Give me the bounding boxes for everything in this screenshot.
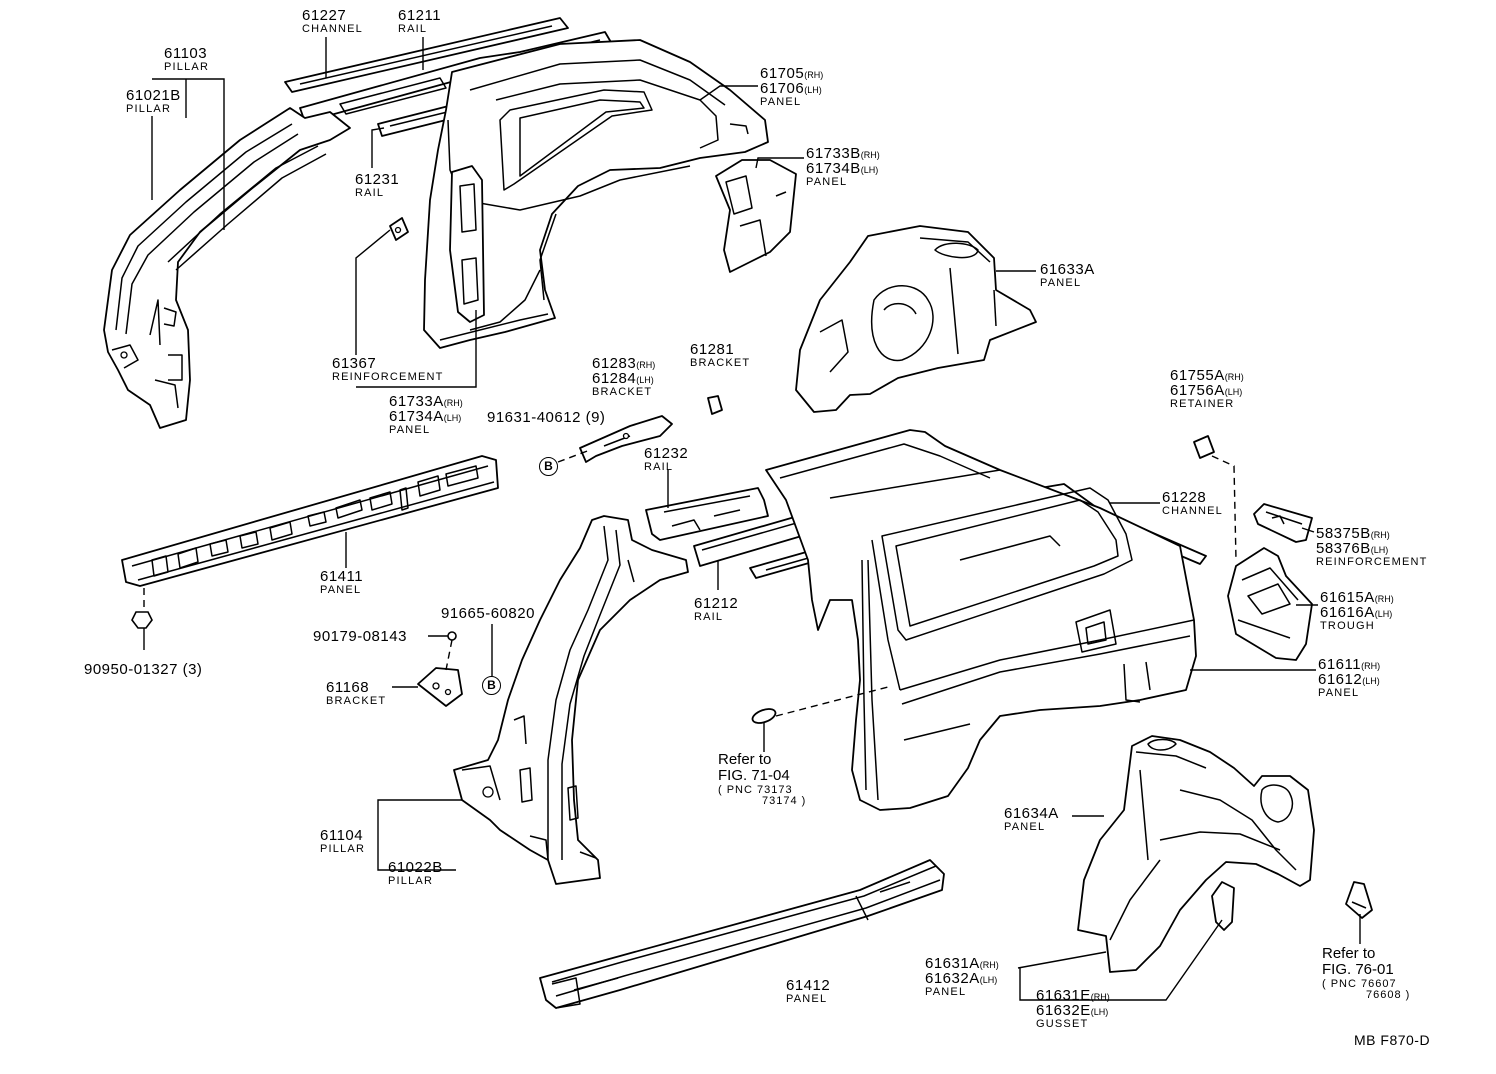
ref-pnc: ( PNC 76607 (1322, 977, 1397, 990)
part-61733a-panel (449, 165, 485, 323)
label-61615a: 61615A(RH) 61616A(LH) TROUGH (1320, 589, 1394, 632)
part-61283-bracket (579, 415, 673, 463)
ref-line2: FIG. 76-01 (1322, 960, 1394, 978)
ref-line1: Refer to (718, 751, 772, 768)
part-61367-reinforcement (389, 217, 409, 241)
label-61755a: 61755A(RH) 61756A(LH) RETAINER (1170, 367, 1244, 410)
reference-fig-76-01[interactable]: Refer to FIG. 76-01 ( PNC 76607 76608 ) (1322, 946, 1410, 1002)
part-61281-bracket (707, 395, 723, 415)
part-61412-panel (539, 859, 945, 1009)
fastener-90179-bolt (447, 631, 457, 641)
ref-pnc2: 73174 ) (762, 795, 807, 808)
label-61733a: 61733A(RH) 61734A(LH) PANEL (389, 393, 463, 436)
part-61634a-panel (1077, 735, 1315, 973)
reference-fig-71-04[interactable]: Refer to FIG. 71-04 ( PNC 73173 73174 ) (718, 752, 806, 808)
ref-pnc2: 76608 ) (1366, 989, 1411, 1002)
label-90950-01327: 90950-01327 (3) (84, 661, 203, 678)
part-61227-channel (284, 17, 569, 93)
label-61611: 61611(RH) 61612(LH) PANEL (1318, 656, 1381, 699)
label-58375b: 58375B(RH) 58376B(LH) REINFORCEMENT (1316, 525, 1428, 568)
ref-line2: FIG. 71-04 (718, 766, 790, 784)
part-61733b-panel (715, 159, 797, 273)
part-58375b-reinforcement (1253, 503, 1313, 543)
fastener-b-marker: B (482, 676, 501, 695)
part-61103-61021b-pillars (103, 107, 351, 429)
part-61755a-retainer (1193, 435, 1215, 459)
part-ref-71-04 (751, 708, 777, 724)
part-61611-quarter-panel (765, 429, 1197, 811)
label-91665-60820: 91665-60820 (441, 605, 535, 622)
ref-pnc: ( PNC 73173 (718, 783, 793, 796)
fastener-b-marker: B (539, 457, 558, 476)
label-61283: 61283(RH) 61284(LH) BRACKET (592, 355, 656, 398)
ref-line1: Refer to (1322, 945, 1376, 962)
part-61615a-trough (1227, 547, 1313, 661)
diagram-code: MB F870-D (1354, 1032, 1431, 1048)
label-61631e: 61631E(RH) 61632E(LH) GUSSET (1036, 987, 1110, 1030)
label-90179-08143: 90179-08143 (313, 628, 407, 645)
label-61733b: 61733B(RH) 61734B(LH) PANEL (806, 145, 880, 188)
part-61633a-panel (795, 225, 1037, 413)
fastener-90950-nut (131, 611, 153, 629)
part-61631e-gusset (1211, 881, 1235, 931)
part-ref-76-01 (1345, 881, 1373, 919)
label-61631a: 61631A(RH) 61632A(LH) PANEL (925, 955, 999, 998)
label-91631-40612: 91631-40612 (9) (487, 409, 606, 426)
part-61411-panel (121, 455, 499, 587)
label-61705: 61705(RH) 61706(LH) PANEL (760, 65, 824, 108)
part-61104-61022b-pillars (453, 515, 689, 885)
part-61168-bracket (417, 667, 463, 707)
leader-lines (143, 37, 1361, 1001)
part-61232-rail (645, 487, 769, 541)
